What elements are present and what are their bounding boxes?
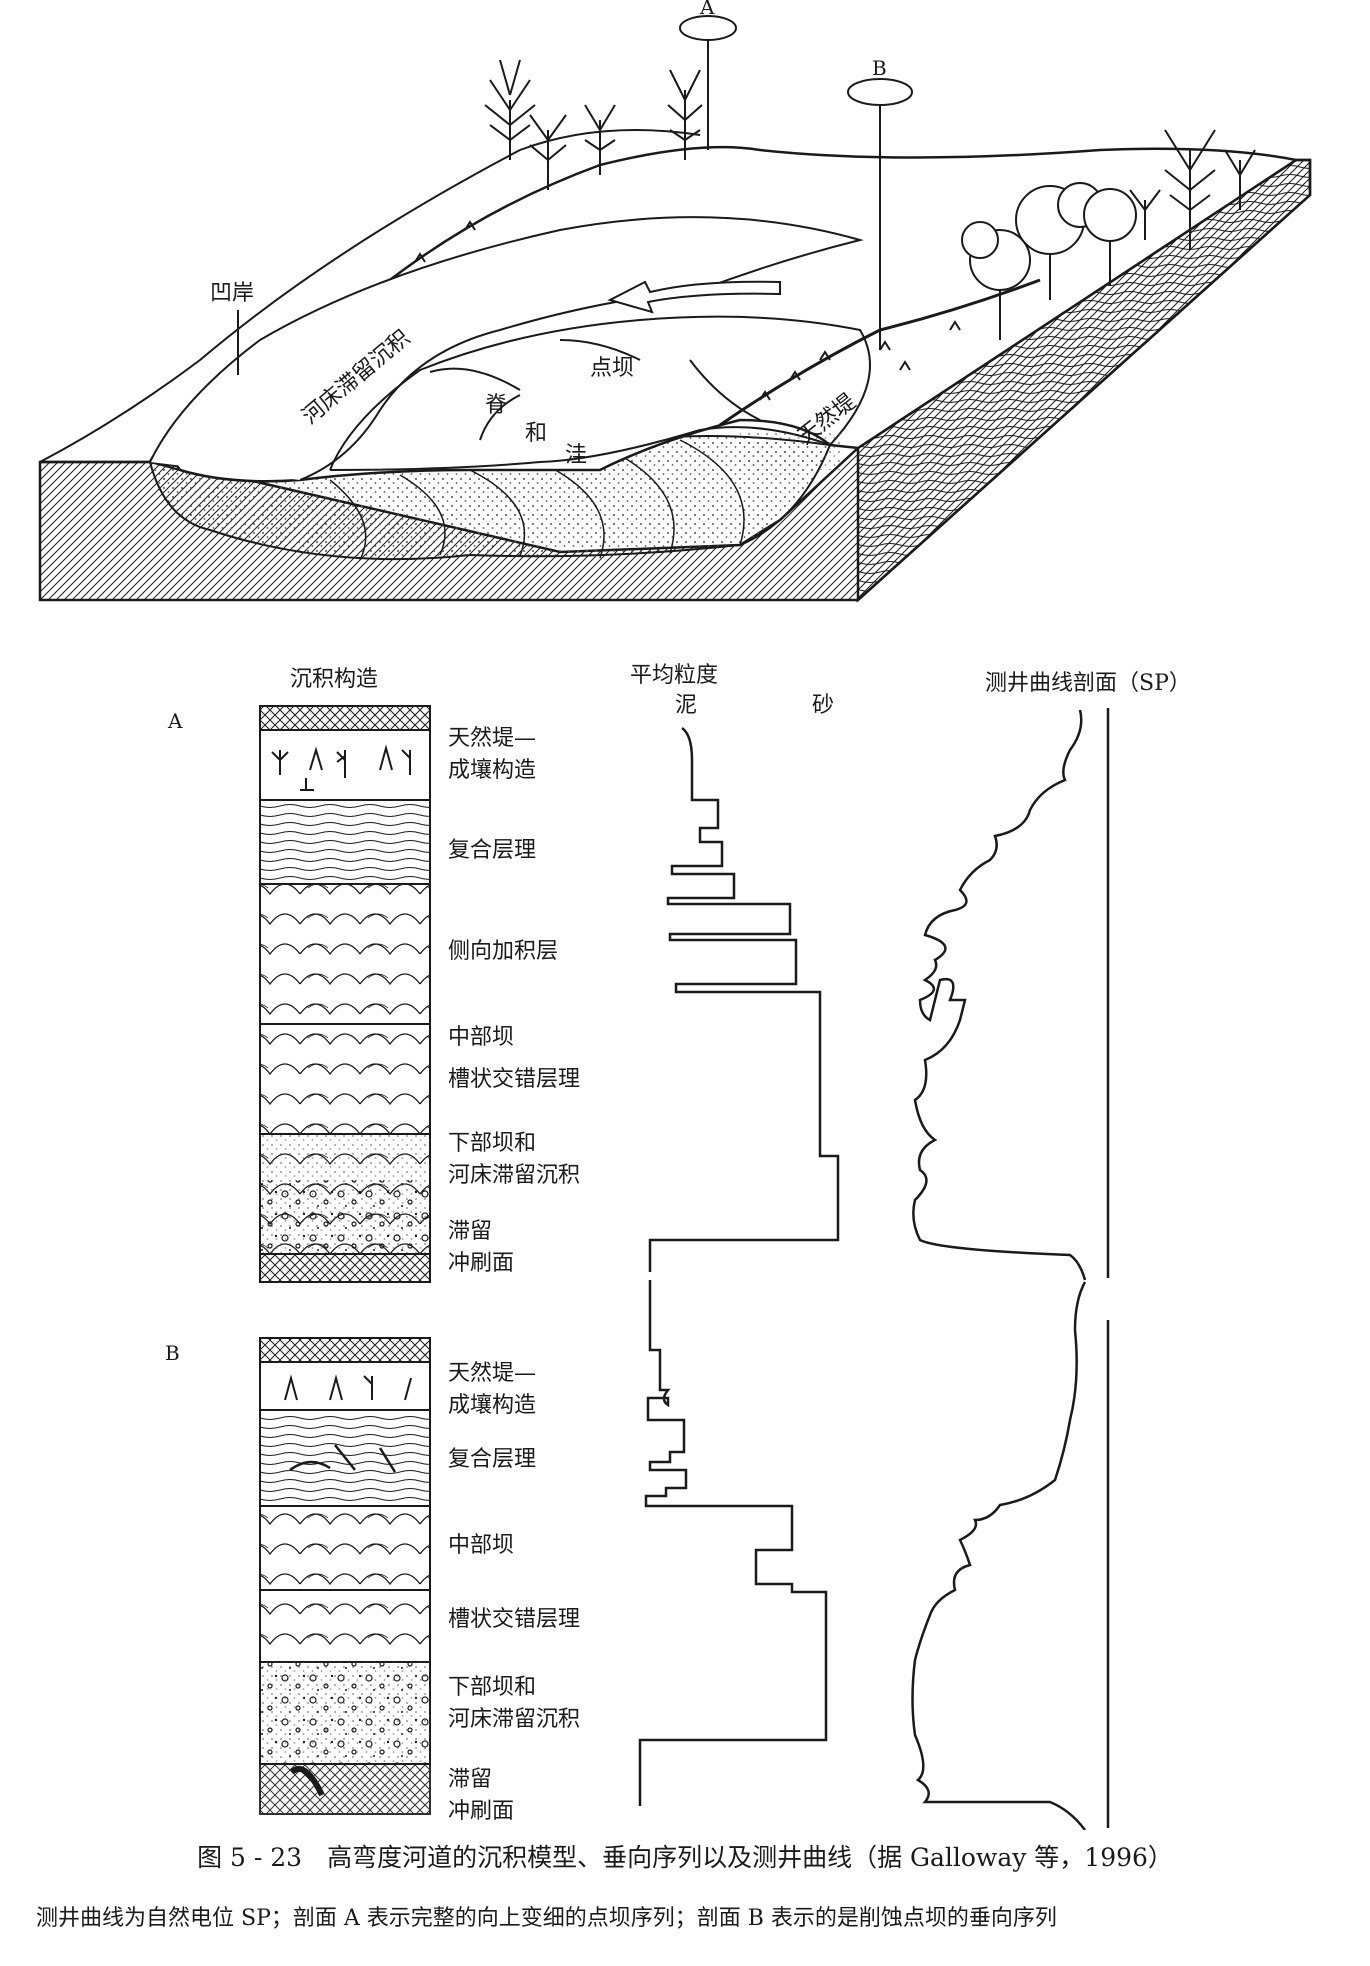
bushy-tree-icon	[961, 182, 1137, 340]
unit-label: 成壤构造	[448, 1393, 536, 1418]
tree-icon	[484, 59, 1256, 250]
swale-label: 洼	[565, 443, 587, 468]
and-label: 和	[525, 421, 547, 446]
unit-label: 成壤构造	[448, 758, 536, 783]
unit-label: 冲刷面	[448, 1251, 514, 1276]
section-a-unit-labels: 天然堤— 成壤构造 复合层理 侧向加积层 中部坝 槽状交错层理 下部坝和 河床滞…	[448, 726, 580, 1276]
grain-size-profile-a	[648, 726, 840, 1272]
section-b-label: B	[165, 1341, 180, 1365]
unit-label: 槽状交错层理	[448, 1607, 580, 1632]
concave-bank-label: 凹岸	[210, 281, 254, 306]
far-bank-edge	[39, 129, 701, 463]
figure-caption-note: 测井曲线为自然电位 SP；剖面 A 表示完整的向上变细的点坝序列；剖面 B 表示…	[36, 1906, 1057, 1931]
unit-label: 冲刷面	[448, 1799, 514, 1824]
flow-direction-arrow	[607, 280, 781, 314]
unit-label: 复合层理	[448, 1447, 536, 1472]
ridge-label: 脊	[485, 393, 507, 418]
unit-label: 侧向加积层	[448, 939, 558, 964]
meander-depositional-model-figure: A B 凹岸 河床滞留沉积 点坝 脊 和 洼 天然堤 沉积构造 平均粒度 泥 砂…	[38, 0, 1312, 1830]
mean-grain-size-header: 平均粒度	[630, 663, 718, 688]
sp-log-header: 测井曲线剖面（SP）	[985, 671, 1191, 696]
profile-b-label: B	[872, 56, 887, 80]
root-trace-symbols	[271, 744, 411, 791]
root-trace-symbols	[284, 1374, 412, 1401]
sand-label: 砂	[812, 693, 834, 718]
grain-size-profile-b	[638, 1280, 828, 1806]
unit-label: 河床滞留沉积	[448, 1163, 580, 1188]
unit-label: 滞留	[448, 1767, 492, 1792]
unit-label: 天然堤—	[448, 1361, 536, 1386]
section-b-column	[259, 1337, 431, 1815]
figure-caption: 图 5 - 23 高弯度河道的沉积模型、垂向序列以及测井曲线（据 Gallowa…	[197, 1843, 1173, 1872]
block-diagram: A B 凹岸 河床滞留沉积 点坝 脊 和 洼 天然堤	[38, 0, 1312, 603]
mud-label: 泥	[675, 693, 697, 718]
ridge-swale-lines	[429, 339, 761, 441]
river-channel	[149, 216, 864, 481]
sedimentary-structure-header: 沉积构造	[290, 667, 378, 692]
lateral-accretion-lines	[329, 439, 745, 561]
point-bar-label: 点坝	[590, 356, 634, 381]
unit-label: 下部坝和	[448, 1675, 536, 1700]
section-a-column	[259, 705, 431, 1283]
profile-a-label: A	[699, 0, 715, 19]
unit-label: 槽状交错层理	[448, 1067, 580, 1092]
unit-label: 复合层理	[448, 838, 536, 863]
unit-label: 滞留	[448, 1219, 492, 1244]
unit-label: 天然堤—	[448, 726, 536, 751]
section-a-label: A	[167, 709, 183, 733]
unit-label: 中部坝	[448, 1533, 514, 1558]
sp-log-a	[912, 709, 1087, 1281]
unit-label: 河床滞留沉积	[448, 1707, 580, 1732]
grass-icon	[414, 220, 961, 401]
unit-label: 下部坝和	[448, 1131, 536, 1156]
section-b-unit-labels: 天然堤— 成壤构造 复合层理 中部坝 槽状交错层理 下部坝和 河床滞留沉积 滞留…	[448, 1361, 580, 1824]
unit-label: 中部坝	[448, 1025, 514, 1050]
profile-marker-a	[679, 15, 737, 150]
point-bar-surface	[329, 315, 871, 471]
sp-log-b	[911, 1281, 1087, 1830]
profile-marker-b	[847, 78, 913, 350]
